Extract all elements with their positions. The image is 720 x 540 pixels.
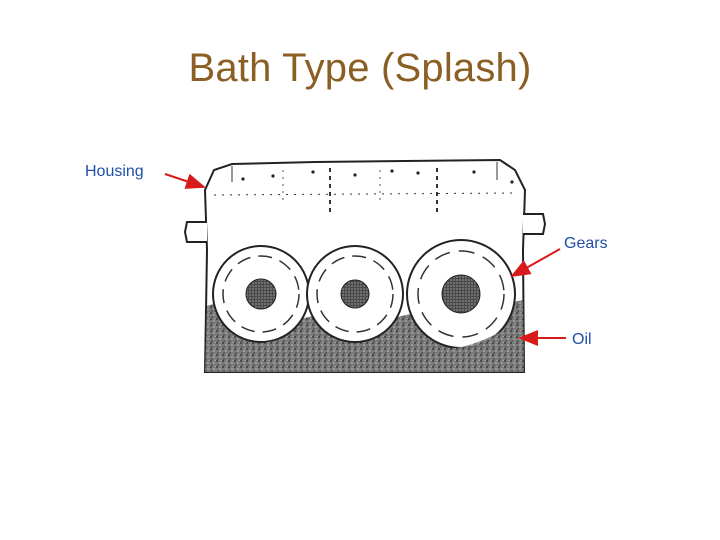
gear-right xyxy=(406,239,516,349)
housing-label: Housing xyxy=(85,163,144,180)
oil-label: Oil xyxy=(572,331,592,348)
gear-middle xyxy=(306,245,404,343)
slide-title: Bath Type (Splash) xyxy=(188,46,532,90)
oil-bath-front xyxy=(205,322,524,372)
gears-label: Gears xyxy=(564,235,608,252)
gears-arrow xyxy=(510,248,561,277)
housing-arrow xyxy=(164,173,206,189)
gear-left xyxy=(212,245,310,343)
